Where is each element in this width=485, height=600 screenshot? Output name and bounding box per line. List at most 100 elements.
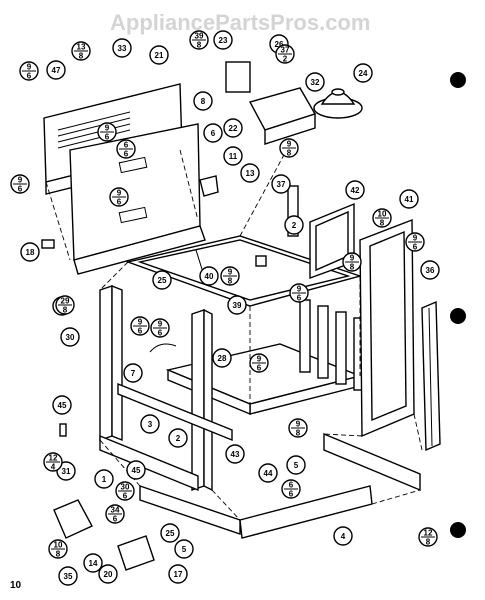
switch-bracket: [199, 175, 219, 197]
part-callout-number: 20: [104, 570, 113, 579]
part-callout: 21: [149, 45, 169, 65]
part-callout-number: 40: [205, 272, 214, 281]
hardware-callout-bottom: 6: [257, 364, 262, 373]
side-panel-outer: [359, 218, 415, 438]
hardware-callout-bottom: 6: [297, 294, 302, 303]
part-callout-number: 28: [218, 354, 227, 363]
hardware-callout-bottom: 8: [380, 219, 385, 228]
part-callout: 11: [223, 146, 243, 166]
wiring-cover: [225, 61, 317, 145]
part-callout-number: 42: [351, 186, 360, 195]
base-cross-rail: [99, 434, 199, 492]
hardware-callout-bottom: 8: [228, 277, 233, 286]
hardware-callout: 346: [105, 504, 125, 524]
part-callout: 37: [271, 174, 291, 194]
hardware-callout-top: 6: [124, 141, 129, 150]
part-callout: 41: [399, 189, 419, 209]
hardware-callout-bottom: 8: [350, 263, 355, 272]
hinge-clip: [41, 239, 55, 249]
hardware-callout-bottom: 6: [123, 492, 128, 501]
part-callout-number: 5: [294, 461, 299, 470]
part-callout-number: 18: [26, 248, 35, 257]
binder-hole-bottom: [450, 522, 466, 538]
part-callout: 23: [213, 30, 233, 50]
part-callout-number: 4: [341, 532, 346, 541]
hardware-callout: 372: [275, 44, 295, 64]
hardware-callout-bottom: 8: [426, 538, 431, 547]
hardware-callout-top: 9: [257, 355, 262, 364]
hardware-callout: 108: [372, 208, 392, 228]
hardware-callout: 66: [116, 139, 136, 159]
part-callout: 2: [168, 428, 188, 448]
binder-hole-top: [450, 72, 466, 88]
part-callout: 7: [123, 363, 143, 383]
hardware-callout-bottom: 2: [283, 55, 288, 64]
part-callout: 32: [305, 72, 325, 92]
part-callout-number: 47: [52, 66, 61, 75]
part-callout-number: 30: [66, 333, 75, 342]
part-callout-number: 24: [359, 69, 368, 78]
hardware-callout-bottom: 8: [296, 429, 301, 438]
hardware-callout-top: 9: [228, 268, 233, 277]
part-callout: 1: [94, 469, 114, 489]
hardware-callout-top: 9: [413, 234, 418, 243]
part-callout: 45: [52, 395, 72, 415]
part-callout: 2: [284, 215, 304, 235]
center-upright: [191, 308, 213, 492]
hardware-callout-top: 29: [61, 297, 70, 306]
part-callout-number: 41: [405, 195, 414, 204]
part-callout-number: 23: [219, 36, 228, 45]
rear-rack-supports: [299, 299, 365, 391]
part-callout: 8: [193, 91, 213, 111]
part-callout: 17: [168, 564, 188, 584]
hardware-callout-bottom: 8: [56, 550, 61, 559]
hardware-callout-top: 9: [158, 320, 163, 329]
part-callout: 45: [126, 460, 146, 480]
hardware-callout: 96: [130, 316, 150, 336]
leader: [371, 489, 421, 505]
part-callout-number: 37: [277, 180, 286, 189]
part-callout: 47: [46, 60, 66, 80]
part-callout: 28: [212, 348, 232, 368]
watermark-text: AppliancePartsPros.com: [110, 10, 370, 35]
part-callout-number: 25: [158, 276, 167, 285]
hardware-callout-top: 12: [424, 529, 433, 538]
hardware-callout-top: 6: [289, 481, 294, 490]
part-callout-number: 11: [229, 152, 238, 161]
hardware-callout-top: 9: [18, 176, 23, 185]
hardware-callout-bottom: 8: [287, 149, 292, 158]
hardware-callout-top: 34: [111, 506, 120, 515]
hardware-callout: 96: [97, 122, 117, 142]
hardware-callout: 124: [43, 452, 63, 472]
part-callout-number: 26: [275, 40, 284, 49]
part-callout: 14: [83, 553, 103, 573]
clip-part: [59, 423, 67, 437]
part-callout-number: 45: [132, 466, 141, 475]
right-trim-strip: [421, 300, 441, 452]
vertical-bracket: [287, 185, 299, 237]
hardware-callout: 66: [281, 479, 301, 499]
leader: [211, 489, 241, 521]
hardware-callout-bottom: 8: [79, 52, 84, 61]
hardware-callout-top: 9: [105, 124, 110, 133]
part-callout-number: 31: [62, 467, 71, 476]
part-callout-number: 5: [182, 545, 187, 554]
hardware-callout-top: 9: [138, 318, 143, 327]
hardware-callout-top: 30: [121, 483, 130, 492]
part-callout-number: 6: [211, 129, 216, 138]
part-callout-number: 32: [311, 78, 320, 87]
hardware-callout-bottom: 6: [158, 329, 163, 338]
part-callout: 36: [420, 260, 440, 280]
hardware-callout-top: 10: [54, 541, 63, 550]
hardware-callout: 98: [220, 266, 240, 286]
hardware-callout-bottom: 6: [138, 327, 143, 336]
part-callout-number: 3: [148, 420, 153, 429]
left-diagonal-rail: [117, 382, 233, 442]
hardware-callout-top: 12: [49, 454, 58, 463]
part-callout-number: 22: [229, 124, 238, 133]
hardware-callout-top: 37: [281, 46, 290, 55]
part-callout: 3: [140, 414, 160, 434]
part-callout-number: 14: [89, 559, 98, 568]
hardware-callout: 138: [71, 41, 91, 61]
hardware-callout-top: 9: [117, 189, 122, 198]
